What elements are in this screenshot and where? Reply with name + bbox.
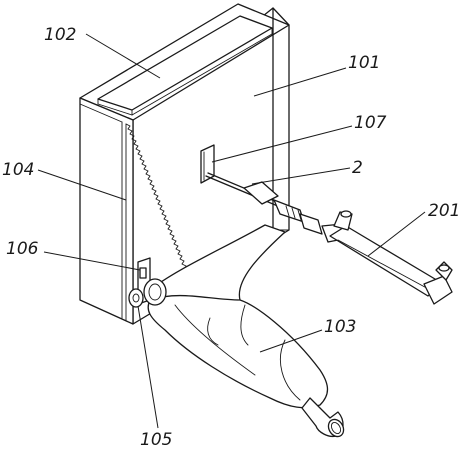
duct-103 [147, 224, 345, 438]
label-104: 104 [2, 160, 34, 180]
leader-lines [37, 33, 426, 429]
label-107: 107 [354, 113, 387, 133]
probe-2 [205, 172, 323, 235]
label-105: 105 [140, 430, 172, 450]
cylinder-body [329, 225, 441, 297]
label-106: 106 [6, 239, 39, 259]
callout-labels: 102 101 107 104 2 201 106 103 105 [2, 25, 460, 450]
label-103: 103 [324, 317, 356, 337]
side-panel-104 [79, 97, 134, 325]
duct-body [147, 294, 329, 409]
label-201: 201 [428, 201, 460, 221]
cylinder-201 [321, 210, 453, 305]
label-102: 102 [44, 25, 76, 45]
label-2: 2 [352, 158, 363, 178]
label-101: 101 [348, 53, 380, 73]
wheel-105 [128, 288, 144, 308]
